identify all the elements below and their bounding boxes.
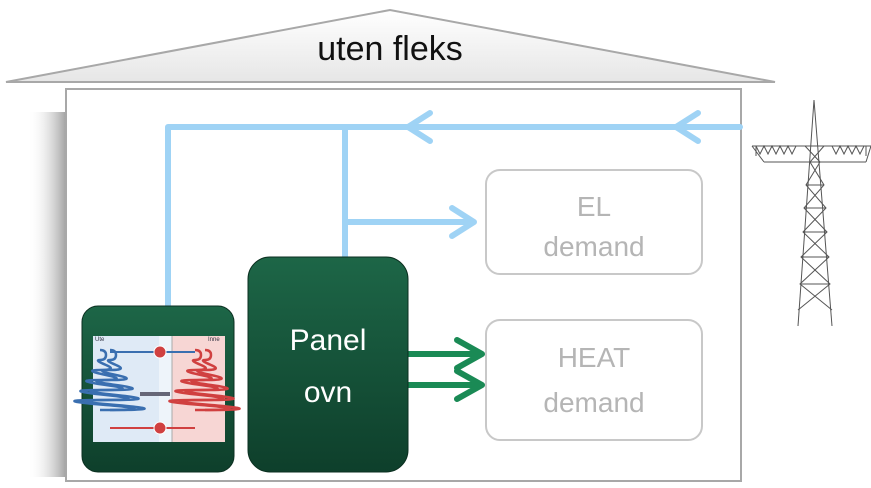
heat-demand-box [485, 319, 703, 441]
heat-flow-lines [404, 337, 485, 402]
arrow-icon [454, 337, 485, 371]
electric-flow-lines [165, 110, 743, 315]
el-demand-box [485, 169, 703, 275]
panel-ovn-device [247, 256, 409, 473]
heat-pump-schematic-icon [73, 336, 241, 442]
arrow-icon [449, 205, 477, 239]
house-shadow [28, 112, 66, 477]
arrow-icon [405, 110, 433, 144]
arrow-icon [454, 368, 485, 402]
power-pylon-icon [751, 99, 871, 327]
arrow-icon [673, 110, 701, 144]
house-roof [5, 8, 776, 83]
